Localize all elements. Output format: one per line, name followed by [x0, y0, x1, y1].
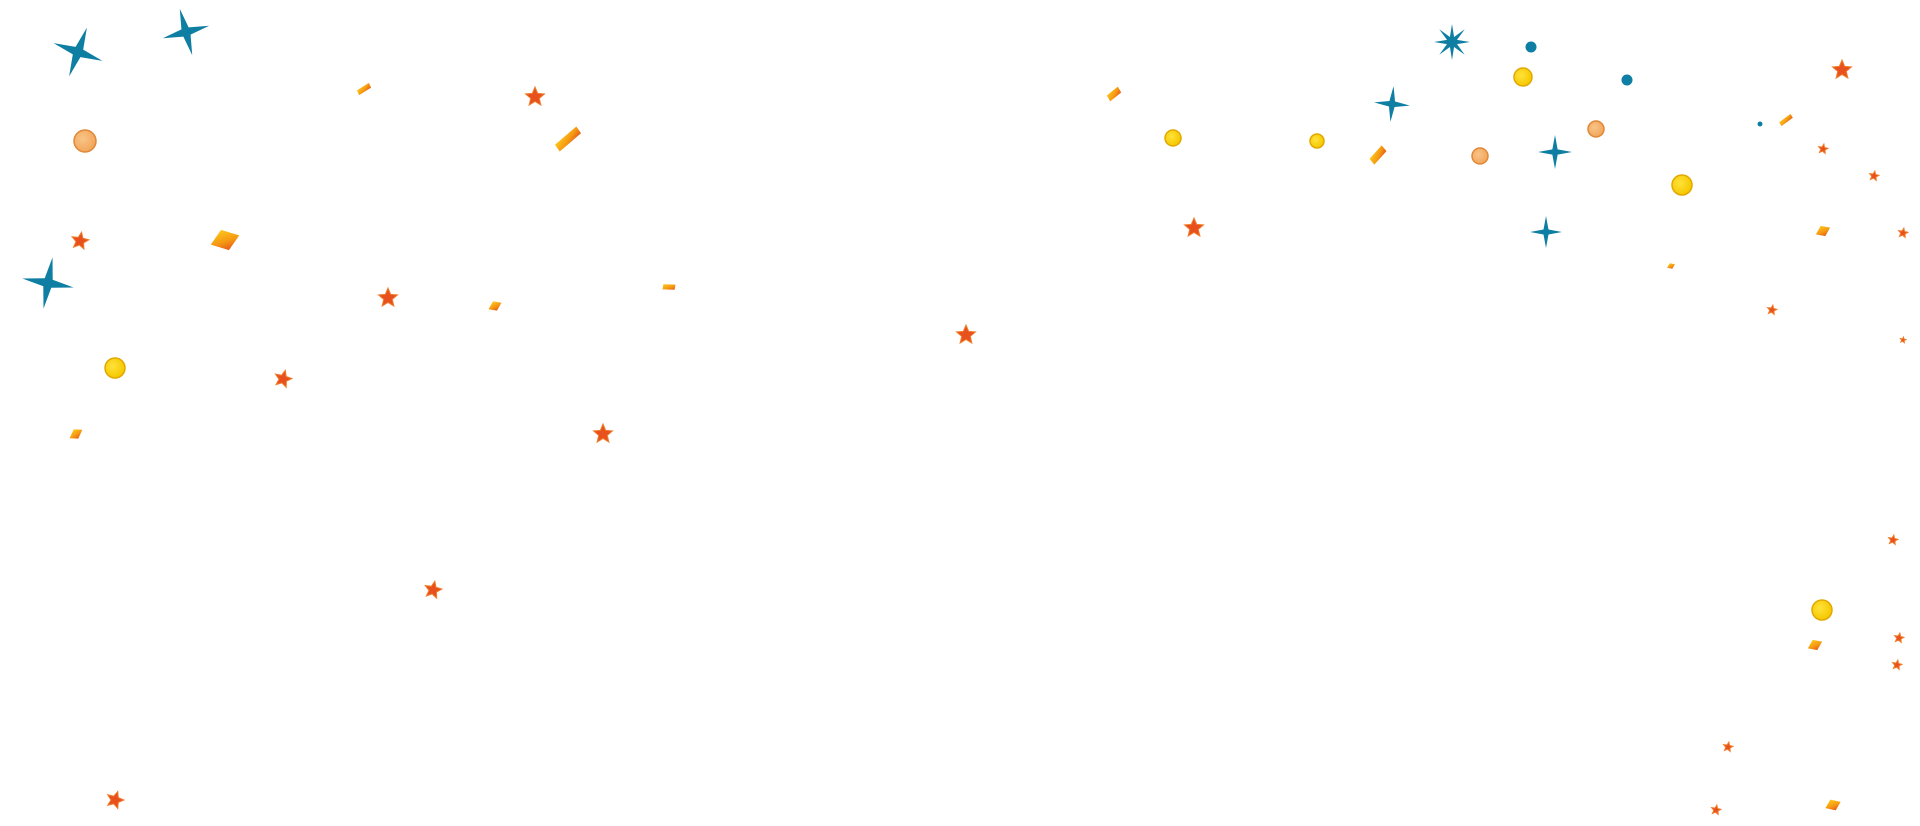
ribbon-confetti-icon — [554, 126, 582, 152]
ribbon-confetti-icon — [1106, 86, 1122, 102]
ribbon-confetti-icon — [1667, 263, 1675, 269]
dot-icon — [1757, 121, 1763, 127]
four-point-sparkle-icon — [53, 27, 103, 77]
four-point-sparkle-icon — [1374, 86, 1410, 122]
four-point-sparkle-icon — [22, 257, 74, 309]
five-point-star-icon — [106, 790, 126, 810]
five-point-star-icon — [1897, 226, 1910, 239]
ribbon-confetti-icon — [662, 284, 676, 290]
four-point-sparkle-icon — [1538, 135, 1572, 169]
coin-icon — [73, 129, 97, 153]
four-point-sparkle-icon — [1530, 216, 1562, 248]
five-point-star-icon — [1183, 216, 1205, 238]
five-point-star-icon — [1766, 303, 1779, 316]
eight-point-burst-icon — [1434, 24, 1470, 60]
coin-icon — [104, 357, 126, 379]
coin-icon — [1164, 129, 1182, 147]
five-point-star-icon — [1899, 335, 1908, 344]
ribbon-confetti-icon — [1779, 113, 1793, 127]
ribbon-confetti-icon — [1807, 639, 1823, 651]
five-point-star-icon — [377, 286, 399, 308]
ribbon-confetti-icon — [69, 429, 83, 439]
ribbon-confetti-icon — [1825, 799, 1841, 811]
ribbon-confetti-icon — [1369, 145, 1387, 165]
ribbon-confetti-icon — [488, 301, 502, 311]
five-point-star-icon — [524, 85, 546, 107]
coin-icon — [1811, 599, 1833, 621]
five-point-star-icon — [1868, 169, 1881, 182]
five-point-star-icon — [1887, 533, 1900, 546]
coin-icon — [1309, 133, 1325, 149]
ribbon-confetti-icon — [210, 229, 240, 251]
coin-icon — [1513, 67, 1533, 87]
coin-icon — [1587, 120, 1605, 138]
five-point-star-icon — [274, 369, 294, 389]
five-point-star-icon — [1817, 142, 1830, 155]
ribbon-confetti-icon — [1815, 225, 1831, 237]
coin-icon — [1471, 147, 1489, 165]
five-point-star-icon — [1893, 631, 1906, 644]
five-point-star-icon — [1891, 658, 1904, 671]
dot-icon — [1525, 41, 1537, 53]
ribbon-confetti-icon — [356, 82, 372, 96]
five-point-star-icon — [1831, 58, 1853, 80]
five-point-star-icon — [955, 323, 977, 345]
five-point-star-icon — [592, 422, 614, 444]
five-point-star-icon — [70, 230, 91, 251]
dot-icon — [1621, 74, 1633, 86]
five-point-star-icon — [1722, 740, 1735, 753]
four-point-sparkle-icon — [162, 8, 210, 56]
coin-icon — [1671, 174, 1693, 196]
five-point-star-icon — [424, 579, 444, 600]
five-point-star-icon — [1710, 803, 1723, 816]
